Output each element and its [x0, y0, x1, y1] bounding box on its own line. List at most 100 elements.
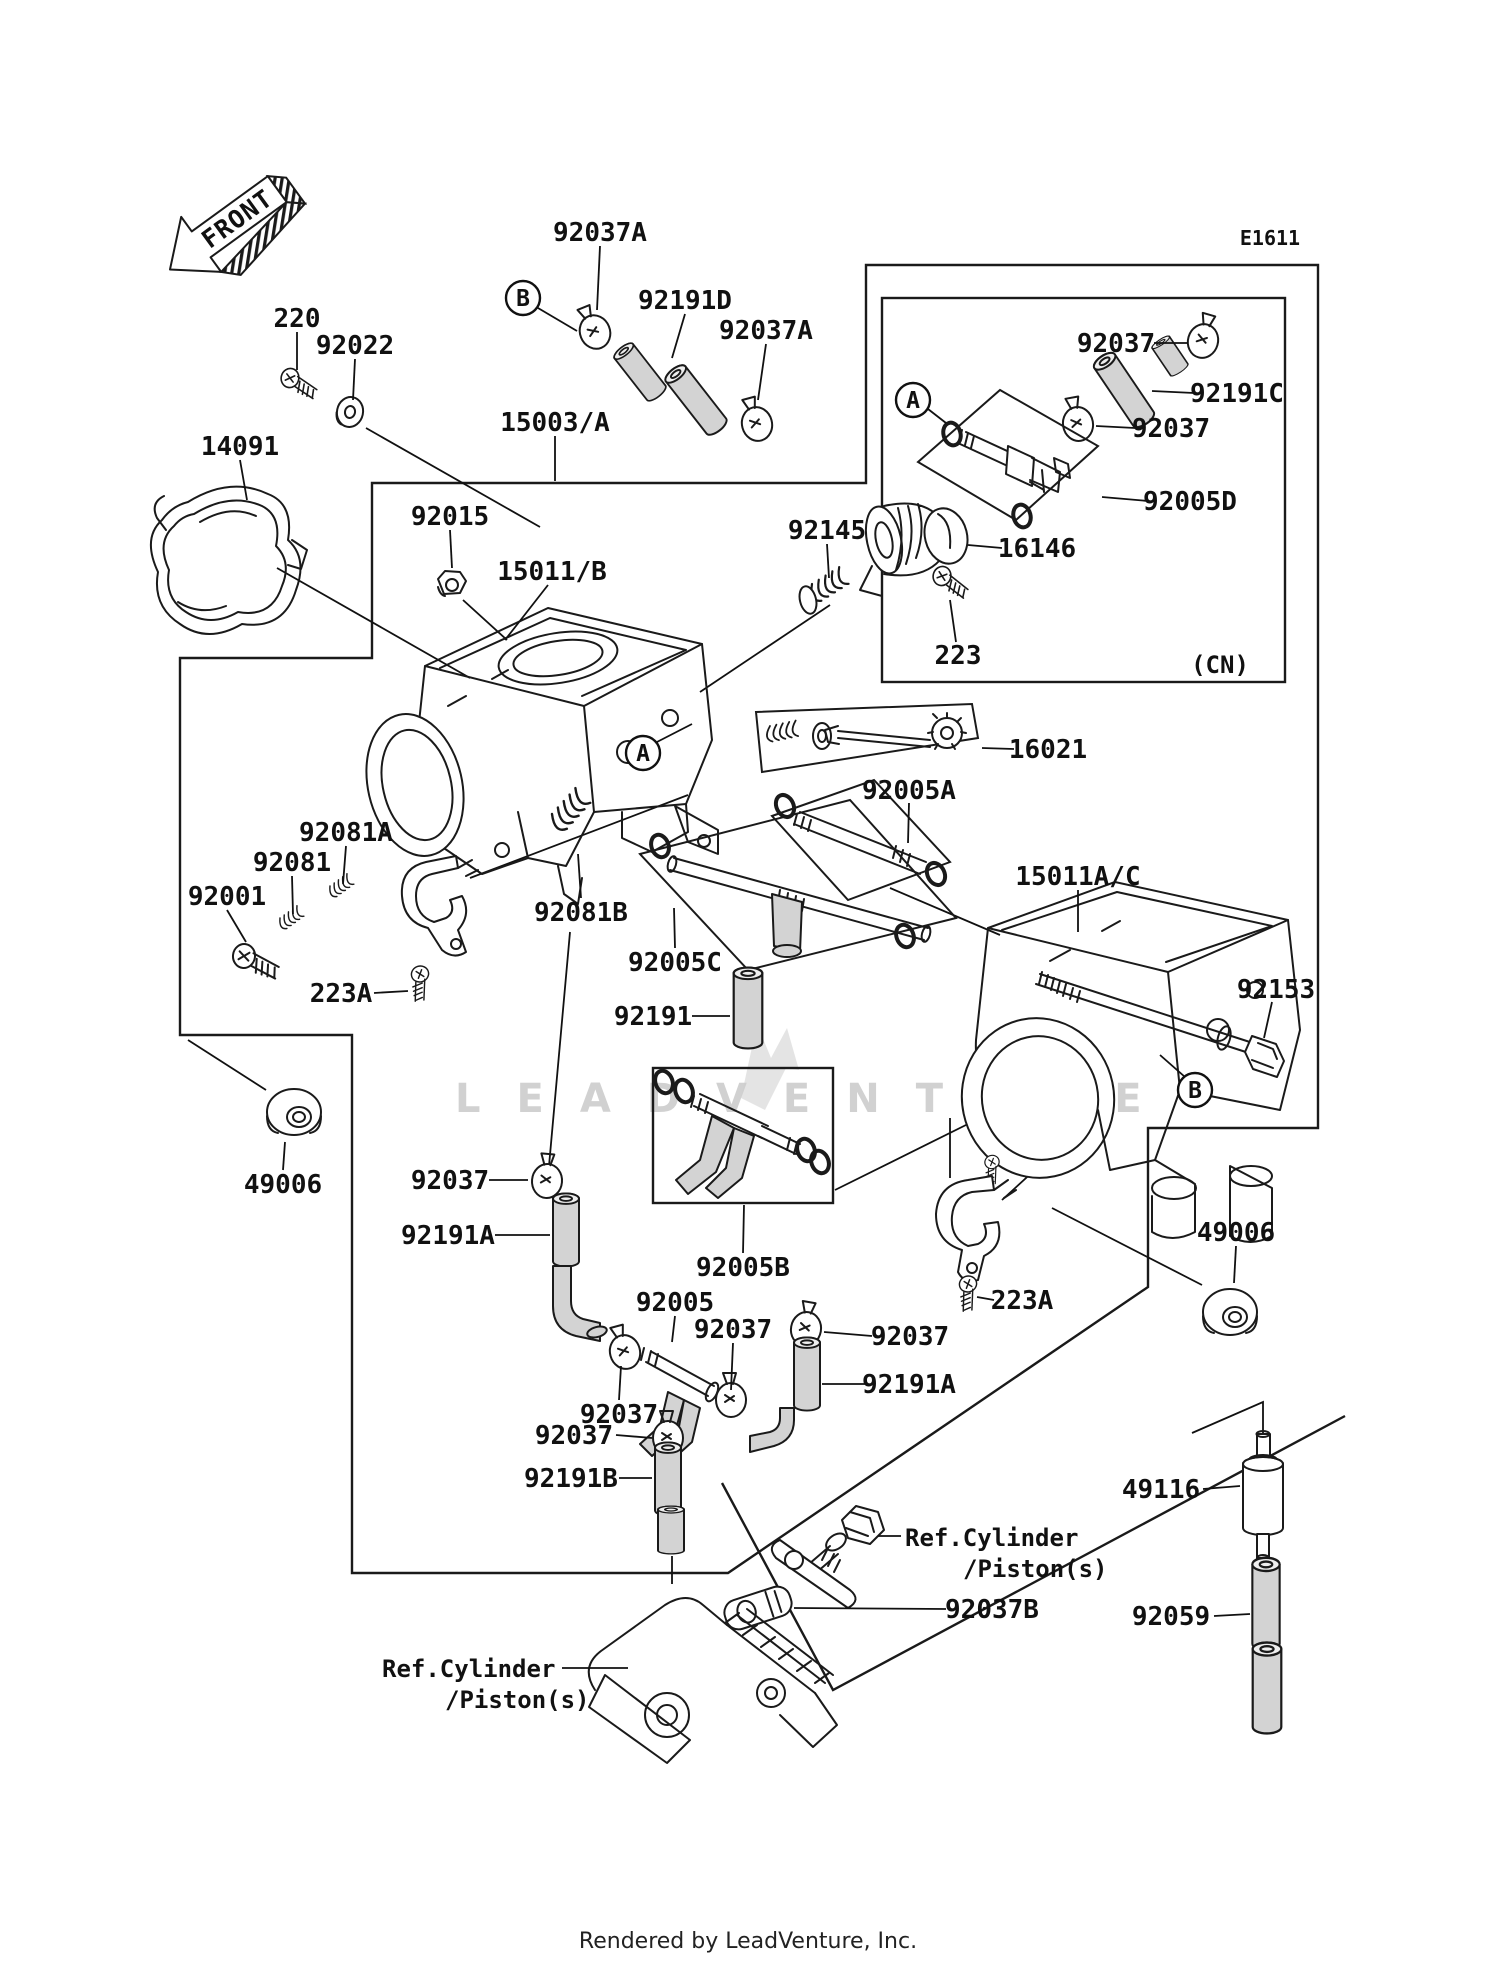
detail-marker-leader: [927, 408, 947, 424]
leader-line: [342, 845, 347, 885]
part-number-label: 92005C: [628, 948, 722, 978]
leader-line: [596, 245, 601, 311]
leader-line: [352, 358, 356, 401]
part-number-label: 15011A/C: [1015, 862, 1140, 892]
part-number-label: 92005A: [862, 776, 956, 806]
leader-line: [615, 1434, 653, 1439]
part-number-label: 223A: [310, 979, 373, 1009]
part-number-label: 92191A: [401, 1221, 495, 1251]
part-number-label: 92081A: [299, 818, 393, 848]
screw-220-icon: [277, 365, 322, 400]
hose-92059-upper: [1251, 1556, 1281, 1652]
detail-view-circle: [1176, 1071, 1214, 1109]
front-direction-arrow: FRONT: [168, 175, 308, 277]
clamp-92037-icon: [602, 1321, 645, 1374]
clamp-92037-icon: [1057, 393, 1097, 445]
hose-92191A-left: [552, 1192, 580, 1268]
part-number-label: 92059: [1132, 1602, 1210, 1632]
leader-line: [577, 853, 582, 899]
leader-line: [1233, 1245, 1237, 1284]
assembly-group-boundary: [178, 263, 1320, 1575]
leader-line: [967, 544, 1003, 549]
jet-needle-kit-16021: [754, 702, 980, 774]
part-number-label: 92005: [636, 1288, 714, 1318]
hose-92059-lower: [1251, 1641, 1283, 1735]
part-number-label: 92191C: [1190, 379, 1284, 409]
screw-223A-icon: [404, 963, 437, 1004]
leader-line: [291, 875, 294, 915]
leader-lines: [226, 245, 1273, 1669]
leader-line: [1202, 1485, 1241, 1490]
connector-lines: [187, 427, 1264, 1584]
detail-marker-leader: [537, 307, 578, 332]
detail-marker-leader: [1159, 1054, 1186, 1078]
leader-line: [823, 1331, 873, 1337]
holder-bracket-223A: [400, 855, 479, 957]
detail-view-letter: B: [1188, 1078, 1202, 1104]
part-number-label: E1611: [1240, 226, 1300, 250]
hose-92191B: [654, 1441, 682, 1517]
intake-gasket-14091: [150, 485, 308, 635]
part-number-label: 223A: [991, 1286, 1054, 1316]
fuel-pipe-kit-92005C: [638, 798, 958, 972]
part-number-label: 92037A: [553, 218, 647, 248]
part-number-label: 92001: [188, 882, 266, 912]
leader-line: [449, 529, 453, 569]
elbow-hose: [552, 1265, 601, 1342]
ref-note-text: Ref.Cylinder: [382, 1655, 555, 1683]
leader-line: [618, 1365, 622, 1401]
part-number-callouts: E1611220920221409192037A92191D92037A1500…: [188, 218, 1315, 1632]
part-number-label: 92081: [253, 848, 331, 878]
leader-line: [373, 990, 409, 994]
ref-bolt-sketch: [770, 1505, 885, 1609]
hose-92191C-piece: [1149, 333, 1191, 379]
reference-notes: Ref.Cylinder/Piston(s)Ref.Cylinder/Pisto…: [382, 1524, 1108, 1714]
leader-line: [226, 909, 247, 943]
nut-92015: [437, 570, 467, 597]
washer-92022: [335, 396, 365, 428]
part-number-label: 92037: [871, 1322, 949, 1352]
ref-cylinder-sketch: [587, 1597, 838, 1764]
footer-credit: Rendered by LeadVenture, Inc.: [579, 1929, 917, 1954]
leader-line: [742, 1204, 745, 1254]
part-number-label: 223: [935, 641, 982, 671]
part-number-label: 220: [274, 304, 321, 334]
part-number-label: 92015: [411, 502, 489, 532]
detail-view-letter: A: [906, 388, 920, 414]
cn-variant-box: [880, 296, 1287, 684]
carburetor-body-15011B: [365, 607, 719, 905]
screw-223-icon: [928, 563, 974, 600]
part-number-label: 15011/B: [497, 557, 607, 587]
ref-note-text: /Piston(s): [963, 1555, 1108, 1583]
part-number-label: 49116: [1122, 1475, 1200, 1505]
leader-line: [730, 1342, 734, 1391]
leader-line: [239, 459, 248, 501]
leader-line: [1095, 425, 1136, 429]
detail-view-letter: A: [636, 741, 650, 767]
starter-plunger-16146: [798, 502, 969, 615]
hose-joint-kit-92005B: [650, 1066, 835, 1205]
detail-view-circle: [624, 734, 662, 772]
hose-end: [586, 1325, 608, 1339]
tube-92191: [732, 966, 764, 1050]
part-number-label: 92005B: [696, 1253, 790, 1283]
part-number-label: (CN): [1191, 651, 1249, 679]
grommet-49006-right: [1202, 1288, 1258, 1336]
leader-line: [671, 1315, 676, 1343]
leader-line: [1263, 1001, 1273, 1039]
leader-line: [1213, 1613, 1251, 1617]
part-number-label: 92037: [580, 1400, 658, 1430]
holder-bracket-223A-right: [935, 1175, 1017, 1282]
leader-line: [793, 1607, 947, 1610]
detail-marker-leader: [654, 723, 693, 744]
part-number-label: 92191D: [638, 286, 732, 316]
leader-line: [826, 543, 830, 579]
bolt-92153: [1035, 971, 1285, 1078]
clamp-92037B: [723, 1585, 793, 1631]
part-number-label: 92037A: [719, 316, 813, 346]
leader-line: [504, 584, 549, 641]
leader-line: [981, 747, 1015, 750]
clamp-92037A-icon: [569, 300, 617, 355]
